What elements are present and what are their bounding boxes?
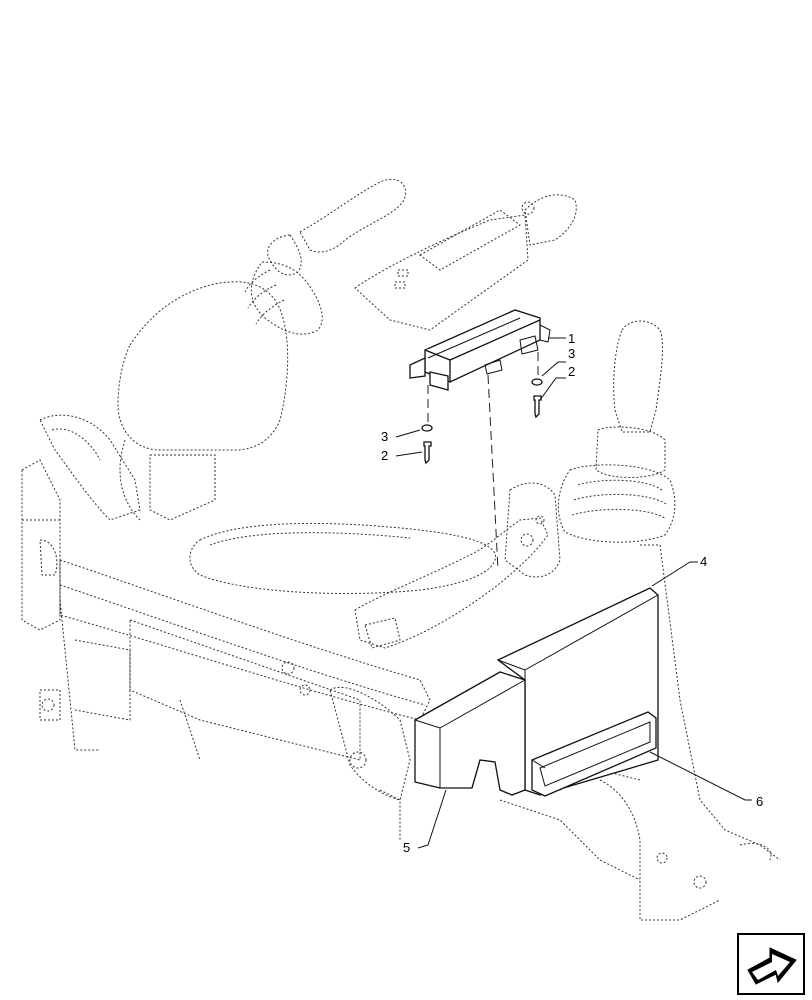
callout-2-right: 2 (568, 364, 575, 379)
context-outline (21, 178, 781, 921)
callout-6: 6 (756, 794, 763, 809)
alignment-lines (427, 352, 539, 571)
part-5-side-panel (414, 671, 526, 796)
callout-4: 4 (700, 554, 707, 569)
next-arrow-button[interactable] (737, 933, 805, 995)
callout-1: 1 (568, 331, 575, 346)
callout-3-left: 3 (381, 429, 388, 444)
part-1-control-box (409, 309, 551, 391)
callout-2-left: 2 (381, 448, 388, 463)
callout-3-right: 3 (568, 346, 575, 361)
part-3-washer-left (421, 424, 433, 432)
part-2-screw-right (533, 395, 542, 419)
part-3-washer-right (531, 378, 543, 386)
part-2-screw-left (423, 441, 432, 465)
leader-lines (395, 337, 752, 849)
next-arrow-icon (747, 947, 797, 985)
part-6-tray (531, 711, 657, 797)
callout-5: 5 (403, 840, 410, 855)
